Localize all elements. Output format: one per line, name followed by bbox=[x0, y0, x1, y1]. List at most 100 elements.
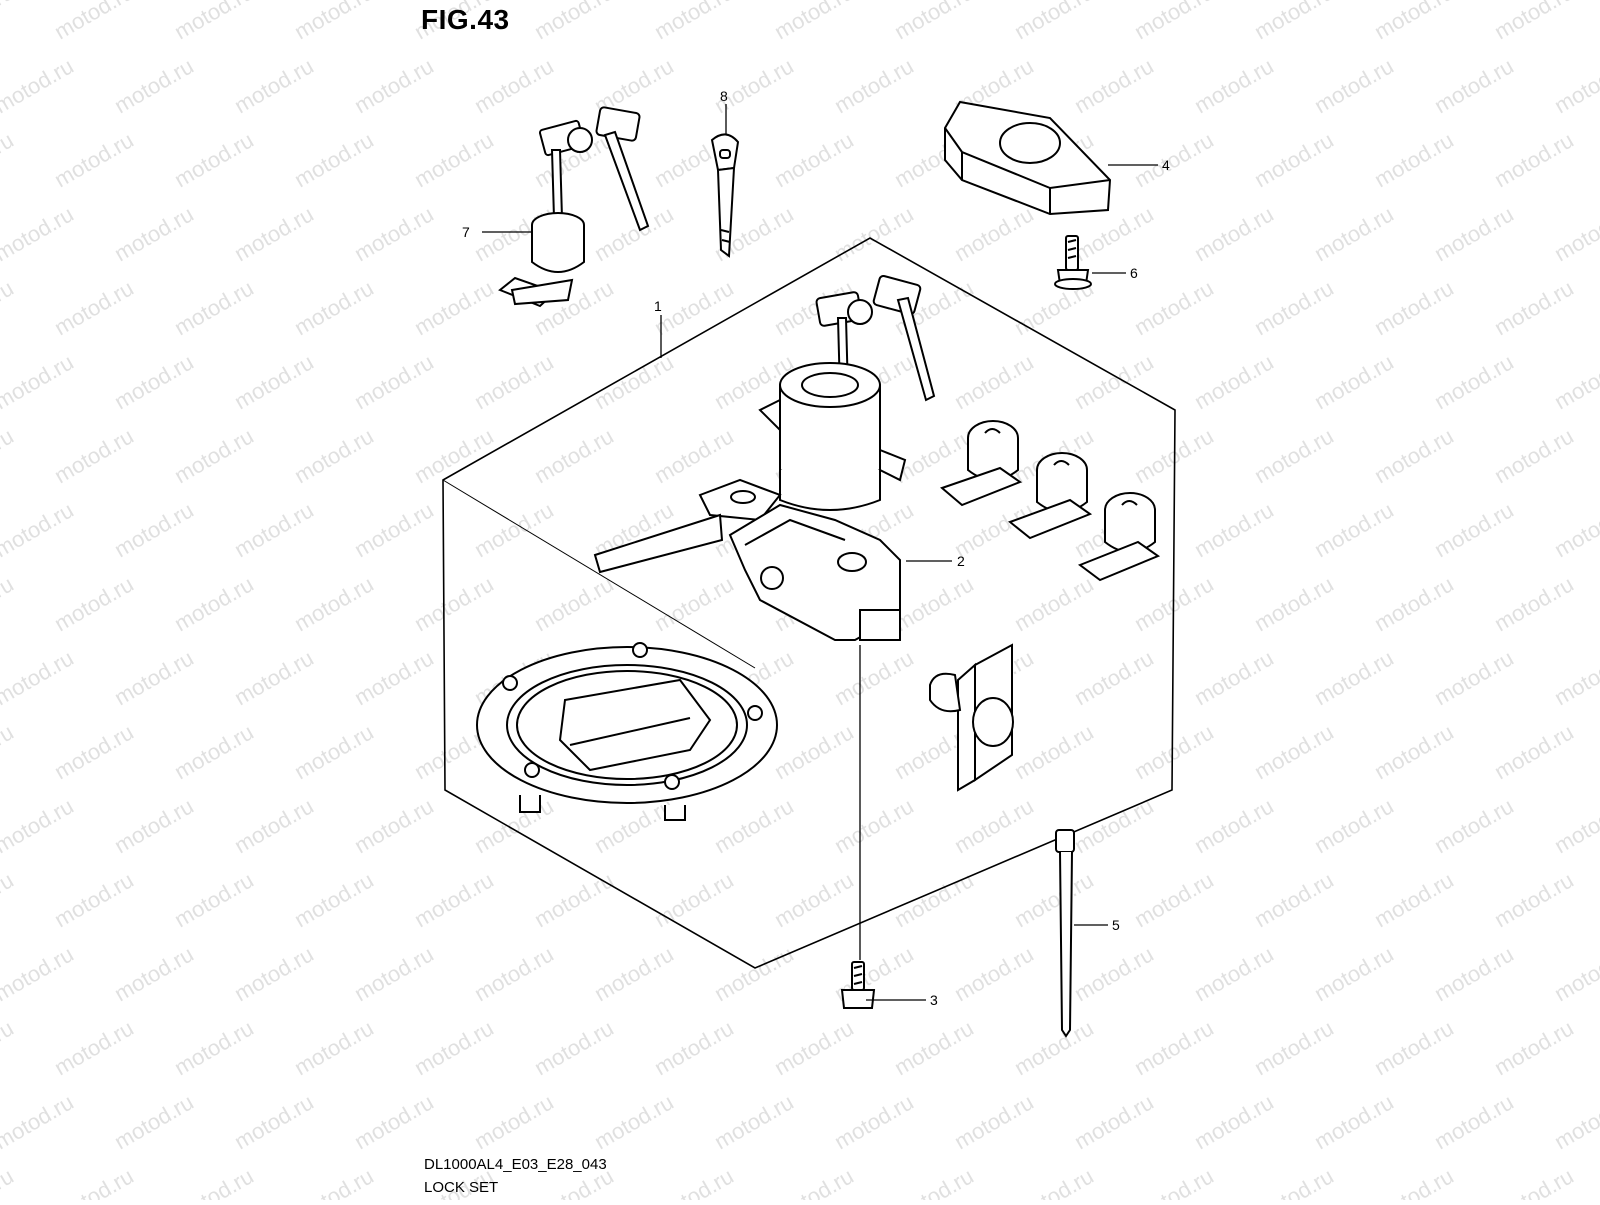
cylinder-lock-3 bbox=[1077, 492, 1161, 582]
watermark-text: motod.ru bbox=[470, 349, 558, 414]
watermark-text: motod.ru bbox=[110, 645, 198, 710]
watermark-text: motod.ru bbox=[170, 275, 258, 340]
watermark-text: motod.ru bbox=[1490, 423, 1578, 488]
watermark-text: motod.ru bbox=[0, 0, 18, 44]
watermark-text: motod.ru bbox=[1250, 867, 1338, 932]
watermark-text: motod.ru bbox=[350, 793, 438, 858]
watermark-text: motod.ru bbox=[110, 53, 198, 118]
watermark-text: motod.ru bbox=[470, 941, 558, 1006]
watermark-text: motod.ru bbox=[1550, 53, 1600, 118]
watermark-text: motod.ru bbox=[530, 1015, 618, 1080]
watermark-text: motod.ru bbox=[50, 423, 138, 488]
watermark-text: motod.ru bbox=[1070, 941, 1158, 1006]
watermark-text: motod.ru bbox=[410, 127, 498, 192]
watermark-text: motod.ru bbox=[1070, 53, 1158, 118]
watermark-text: motod.ru bbox=[710, 53, 798, 118]
watermark-text: motod.ru bbox=[290, 571, 378, 636]
watermark-text: motod.ru bbox=[1550, 201, 1600, 266]
watermark-text: motod.ru bbox=[1490, 1015, 1578, 1080]
watermark-text: motod.ru bbox=[770, 867, 858, 932]
watermark-text: motod.ru bbox=[410, 1015, 498, 1080]
watermark-text: motod.ru bbox=[1190, 201, 1278, 266]
watermark-text: motod.ru bbox=[0, 349, 78, 414]
watermark-text: motod.ru bbox=[830, 645, 918, 710]
watermark-text: motod.ru bbox=[1190, 1089, 1278, 1154]
watermark-text: motod.ru bbox=[110, 941, 198, 1006]
callout-1: 1 bbox=[654, 298, 662, 314]
watermark-text: motod.ru bbox=[1130, 719, 1218, 784]
watermark-text: motod.ru bbox=[0, 127, 18, 192]
watermark-text: motod.ru bbox=[1310, 53, 1398, 118]
watermark-text: motod.ru bbox=[710, 941, 798, 1006]
watermark-text: motod.ru bbox=[0, 1089, 78, 1154]
lock-cap-part bbox=[944, 100, 1112, 216]
watermark-text: motod.ru bbox=[1010, 867, 1098, 932]
watermark-text: motod.ru bbox=[110, 497, 198, 562]
watermark-text: motod.ru bbox=[170, 1163, 258, 1200]
figure-name: LOCK SET bbox=[424, 1179, 499, 1196]
watermark-text: motod.ru bbox=[770, 127, 858, 192]
watermark-text: motod.ru bbox=[110, 793, 198, 858]
watermark-text: motod.ru bbox=[1130, 1163, 1218, 1200]
fuel-cap-part bbox=[476, 642, 778, 821]
watermark-text: motod.ru bbox=[530, 571, 618, 636]
figure-title: FIG.43 bbox=[421, 4, 510, 35]
watermark-text: motod.ru bbox=[1370, 275, 1458, 340]
watermark-text: motod.ru bbox=[230, 793, 318, 858]
watermark-text: motod.ru bbox=[230, 645, 318, 710]
watermark-text: motod.ru bbox=[350, 201, 438, 266]
watermark-text: motod.ru bbox=[1310, 645, 1398, 710]
watermark-text: motod.ru bbox=[470, 497, 558, 562]
watermark-text: motod.ru bbox=[1250, 719, 1338, 784]
watermark-text: motod.ru bbox=[1430, 1089, 1518, 1154]
watermark-text: motod.ru bbox=[230, 201, 318, 266]
watermark-text: motod.ru bbox=[230, 53, 318, 118]
watermark-text: motod.ru bbox=[1550, 349, 1600, 414]
watermark-text: motod.ru bbox=[0, 497, 78, 562]
callout-4: 4 bbox=[1162, 157, 1170, 173]
watermark-text: motod.ru bbox=[170, 1015, 258, 1080]
callout-2: 2 bbox=[957, 553, 965, 569]
watermark-text: motod.ru bbox=[50, 275, 138, 340]
watermark-text: motod.ru bbox=[350, 53, 438, 118]
watermark-text: motod.ru bbox=[1190, 793, 1278, 858]
watermark-text: motod.ru bbox=[770, 1163, 858, 1200]
watermark-text: motod.ru bbox=[950, 941, 1038, 1006]
watermark-text: motod.ru bbox=[950, 793, 1038, 858]
seat-lock-part bbox=[498, 106, 650, 308]
watermark-text: motod.ru bbox=[50, 867, 138, 932]
watermark-text: motod.ru bbox=[1310, 201, 1398, 266]
bolt-part bbox=[1054, 235, 1092, 290]
watermark-text: motod.ru bbox=[1430, 497, 1518, 562]
assembly-box bbox=[442, 237, 1176, 969]
helmet-lock-part bbox=[929, 643, 1014, 792]
watermark-text: motod.ru bbox=[1010, 571, 1098, 636]
watermark-text: motod.ru bbox=[650, 867, 738, 932]
watermark-text: motod.ru bbox=[470, 53, 558, 118]
ignition-bolt-part bbox=[840, 961, 876, 1009]
watermark-text: motod.ru bbox=[0, 423, 18, 488]
watermark-text: motod.ru bbox=[530, 423, 618, 488]
watermark-text: motod.ru bbox=[0, 941, 78, 1006]
watermark-text: motod.ru bbox=[290, 127, 378, 192]
watermark-text: motod.ru bbox=[1010, 1015, 1098, 1080]
watermark-text: motod.ru bbox=[230, 349, 318, 414]
watermark-text: motod.ru bbox=[1370, 0, 1458, 44]
watermark-text: motod.ru bbox=[1370, 1163, 1458, 1200]
watermark-text: motod.ru bbox=[50, 1015, 138, 1080]
watermark-text: motod.ru bbox=[650, 423, 738, 488]
watermark-text: motod.ru bbox=[1250, 0, 1338, 44]
watermark-text: motod.ru bbox=[1550, 1089, 1600, 1154]
watermark-text: motod.ru bbox=[350, 349, 438, 414]
watermark-text: motod.ru bbox=[1130, 1015, 1218, 1080]
callout-8: 8 bbox=[720, 88, 728, 104]
watermark-text: motod.ru bbox=[710, 1089, 798, 1154]
watermark-text: motod.ru bbox=[1010, 1163, 1098, 1200]
watermark-text: motod.ru bbox=[1490, 571, 1578, 636]
watermark-text: motod.ru bbox=[530, 0, 618, 44]
watermark-text: motod.ru bbox=[0, 867, 18, 932]
cable-tie-part bbox=[1055, 829, 1075, 1038]
watermark-text: motod.ru bbox=[1250, 1015, 1338, 1080]
watermark-text: motod.ru bbox=[50, 1163, 138, 1200]
